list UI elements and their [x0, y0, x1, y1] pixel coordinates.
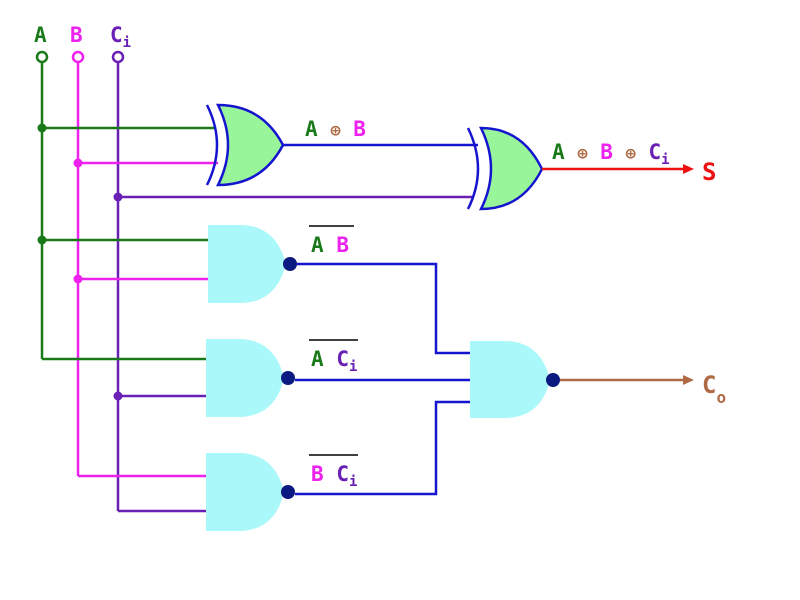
junction-a-2 — [37, 235, 47, 245]
nand3-term-ci: C — [336, 462, 349, 486]
input-b-terminal — [71, 50, 85, 64]
carry-output-arrow — [683, 375, 694, 385]
junction-ci-2 — [113, 391, 123, 401]
nand1-expression: A B — [311, 233, 349, 257]
sum-term-ci-sub: i — [661, 152, 669, 168]
wire-nand1-to-nand4 — [297, 262, 470, 355]
nand1-term-a: A — [311, 233, 324, 257]
sum-output-label: S — [702, 158, 716, 186]
sum-op-1: ⊕ — [577, 144, 588, 164]
nand-gate-1 — [208, 225, 297, 303]
junction-ci-1 — [113, 192, 123, 202]
junction-b-1 — [73, 158, 83, 168]
input-b-label: B — [70, 23, 83, 47]
nand2-term-ci-sub: i — [349, 359, 357, 375]
sum-term-a: A — [552, 140, 565, 164]
junction-a-1 — [37, 123, 47, 133]
nand3-term-b: B — [311, 462, 324, 486]
sum-term-ci: C — [648, 140, 661, 164]
nand-gate-3 — [206, 453, 295, 531]
nand-gate-2 — [206, 339, 295, 417]
nand3-term-ci-sub: i — [349, 474, 357, 490]
xor1-op: ⊕ — [330, 121, 341, 141]
input-ci-terminal — [111, 50, 125, 64]
sum-expression: A ⊕ B ⊕ Ci — [552, 140, 670, 168]
xor1-term-a: A — [305, 117, 318, 141]
carry-output-sub: o — [716, 388, 726, 407]
input-a-label: A — [34, 23, 47, 47]
carry-output-label: Co — [702, 371, 726, 407]
carry-output-main: C — [702, 371, 716, 399]
input-ci-sub: i — [123, 35, 131, 51]
sum-output-arrow — [683, 164, 694, 174]
wire-nand3-to-nand4 — [295, 400, 470, 496]
xor-gate-2 — [466, 126, 544, 211]
nand1-term-b: B — [336, 233, 349, 257]
xor1-term-b: B — [353, 117, 366, 141]
nand2-term-ci: C — [336, 347, 349, 371]
sum-op-2: ⊕ — [626, 144, 637, 164]
input-ci-label: Ci — [110, 23, 131, 51]
input-ci-main: C — [110, 23, 123, 47]
xor-gate-1 — [205, 103, 285, 187]
sum-term-b: B — [600, 140, 613, 164]
input-a-terminal — [35, 50, 49, 64]
nand3-expression: B Ci — [311, 462, 357, 490]
nand2-expression: A Ci — [311, 347, 357, 375]
nand2-term-a: A — [311, 347, 324, 371]
xor1-expression: A ⊕ B — [305, 117, 366, 141]
junction-b-2 — [73, 274, 83, 284]
nand-gate-4 — [470, 341, 560, 418]
